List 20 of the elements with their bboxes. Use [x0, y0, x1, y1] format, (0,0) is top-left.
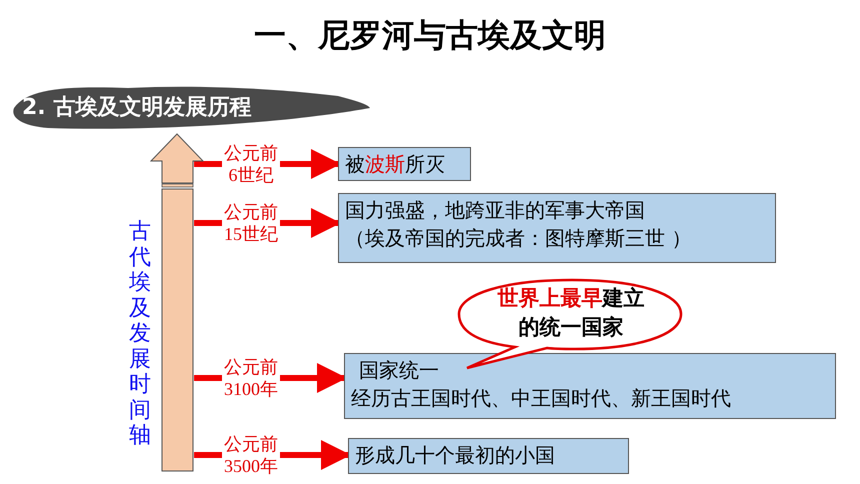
callout-text: 世界上最早建立的统一国家 [496, 285, 646, 341]
date-label: 公元前6世纪 [222, 142, 280, 186]
date-label: 公元前3100年 [222, 356, 280, 400]
event-text: 经历古王国时代、中王国时代、新王国时代 [351, 385, 732, 412]
title: 一、尼罗河与古埃及文明 [253, 15, 607, 56]
date-label: 公元前15世纪 [222, 201, 280, 245]
timeline-arrow [150, 133, 204, 473]
event-text: 形成几十个最初的小国 [355, 442, 556, 469]
event-text: 国力强盛，地跨亚非的军事大帝国 [345, 197, 646, 224]
event-text: 被波斯所灭 [345, 151, 446, 178]
event-text: 国家统一 [358, 357, 440, 384]
axis-caption: 古代埃及发展时间轴 [128, 219, 152, 448]
event-text: （埃及帝国的完成者：图特摩斯三世 ） [345, 225, 692, 252]
date-label: 公元前3500年 [222, 433, 280, 477]
event-box [338, 193, 776, 263]
event-box [348, 438, 629, 474]
section-heading: 2. 古埃及文明发展历程 [22, 94, 252, 122]
event-box [344, 353, 836, 419]
speech-bubble [455, 278, 685, 370]
event-box [338, 147, 471, 181]
